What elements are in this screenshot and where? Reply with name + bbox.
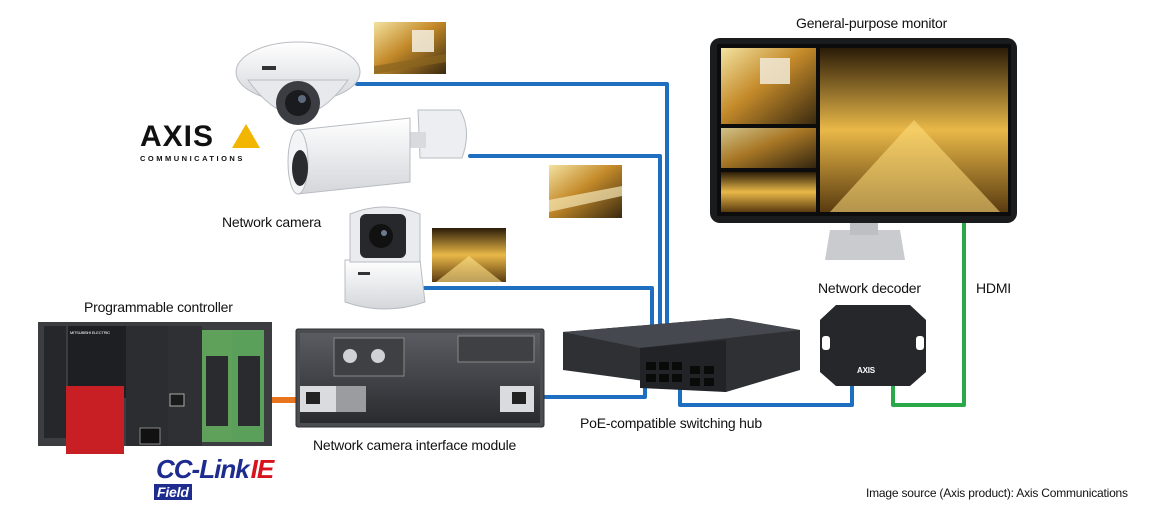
axis-logo-subtext: COMMUNICATIONS — [140, 154, 245, 163]
axis-logo — [232, 124, 260, 148]
network-camera-interface-module — [295, 328, 545, 428]
label-network-camera: Network camera — [222, 214, 322, 230]
plc-brand: MITSUBISHI ELECTRIC — [70, 330, 110, 335]
ethernet-cable-bullet — [468, 154, 662, 369]
network-decoder — [820, 305, 926, 386]
ptz-camera — [344, 206, 426, 310]
label-programmable-controller: Programmable controller — [84, 299, 233, 315]
label-interface-module: Network camera interface module — [313, 437, 517, 453]
cclink-ie-text: IE — [250, 454, 275, 484]
video-thumb-ptz — [432, 228, 506, 282]
label-hdmi: HDMI — [976, 280, 1011, 296]
label-network-decoder: Network decoder — [818, 280, 921, 296]
decoder-brand: AXIS — [857, 366, 875, 375]
label-general-purpose-monitor: General-purpose monitor — [796, 15, 948, 31]
axis-logo-text: AXIS — [140, 120, 215, 153]
label-switching-hub: PoE-compatible switching hub — [580, 415, 762, 431]
video-thumb-dome — [374, 22, 446, 74]
programmable-controller — [38, 322, 272, 454]
cclink-field-text: Field — [154, 484, 192, 500]
cclink-main-text: CC-Link — [156, 454, 250, 484]
poe-switching-hub — [563, 318, 800, 392]
cclink-logo: CC-LinkIE — [156, 454, 275, 485]
image-source-note: Image source (Axis product): Axis Commun… — [866, 486, 1128, 500]
hdmi-cable — [891, 220, 966, 407]
general-purpose-monitor — [710, 38, 1017, 260]
bullet-camera — [287, 109, 467, 195]
ethernet-cable-dome — [355, 82, 669, 369]
video-thumb-bullet — [549, 165, 622, 218]
dome-camera — [235, 41, 361, 125]
